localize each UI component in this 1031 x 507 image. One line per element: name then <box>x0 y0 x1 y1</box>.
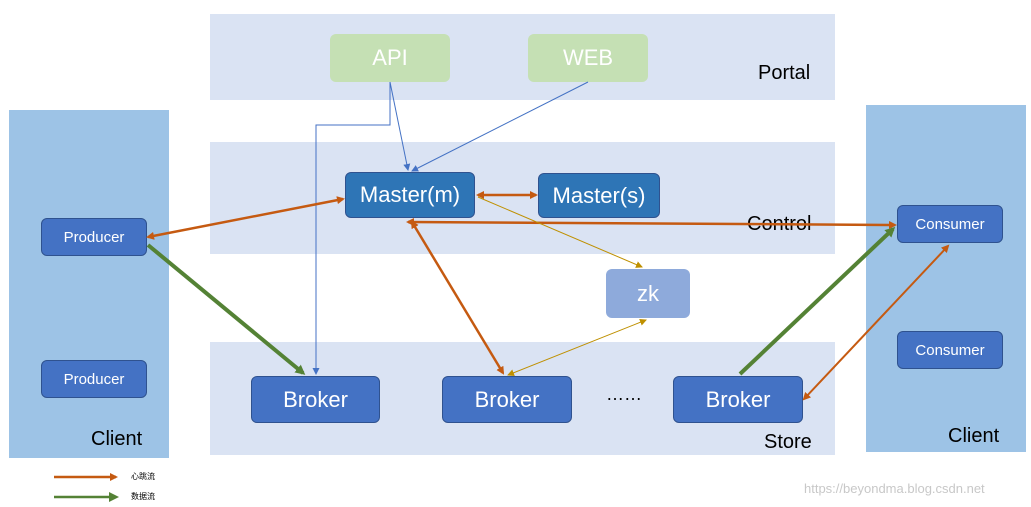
producer-node-2[interactable]: Producer <box>41 360 147 398</box>
api-to-broker-link <box>312 82 391 375</box>
broker-node-2[interactable]: Broker <box>442 376 572 423</box>
broker-consumer-heartbeat <box>802 244 950 401</box>
producer-broker-data <box>146 243 306 375</box>
portal-label: Portal <box>758 62 811 84</box>
legend-heartbeat-label: 心跳流 <box>131 472 155 481</box>
producer-node-1[interactable]: Producer <box>41 218 147 256</box>
api-to-master-link <box>389 81 411 171</box>
master-broker-heartbeat <box>410 220 505 375</box>
zk-broker-link <box>507 318 647 377</box>
legend-data-label: 数据流 <box>131 492 155 501</box>
broker-consumer-data <box>738 226 896 376</box>
ellipsis-text: …… <box>606 384 642 404</box>
store-label: Store <box>764 431 812 453</box>
web-to-master-link <box>411 81 589 172</box>
zk-node[interactable]: zk <box>606 269 690 318</box>
portal-layer <box>210 14 835 100</box>
client-right-label: Client <box>948 425 1000 447</box>
master-s-node[interactable]: Master(s) <box>538 173 660 218</box>
master-zk-link <box>477 196 643 268</box>
client-left-panel <box>9 110 169 458</box>
master-m-node[interactable]: Master(m) <box>345 172 475 218</box>
api-node[interactable]: API <box>330 34 450 82</box>
broker-node-1[interactable]: Broker <box>251 376 380 423</box>
master-consumer-heartbeat <box>406 218 897 229</box>
producer-master-heartbeat <box>146 196 345 240</box>
client-left-label: Client <box>91 428 143 450</box>
watermark-text: https://beyondma.blog.csdn.net <box>804 481 985 496</box>
broker-node-3[interactable]: Broker <box>673 376 803 423</box>
consumer-node-1[interactable]: Consumer <box>897 205 1003 243</box>
web-node[interactable]: WEB <box>528 34 648 82</box>
